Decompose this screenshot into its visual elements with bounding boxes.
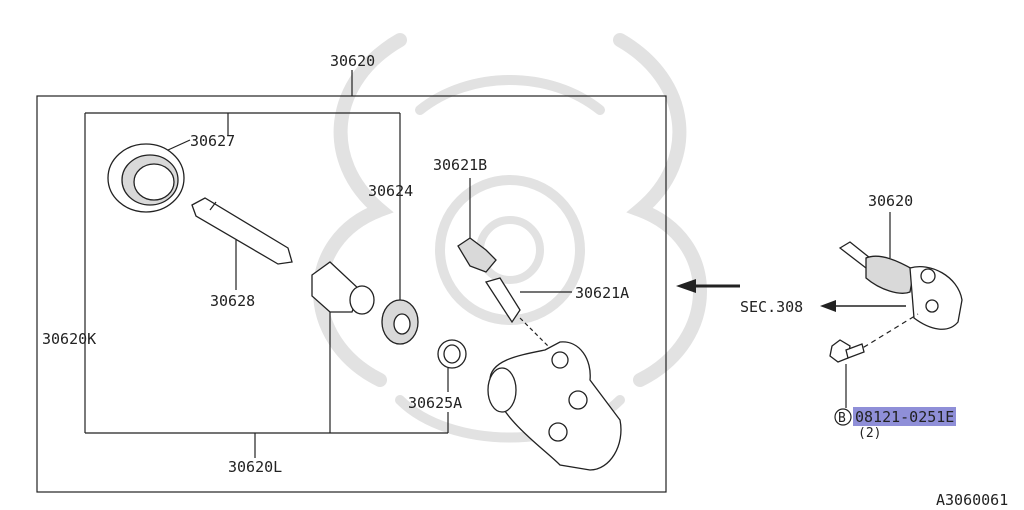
label-boot: 30627 bbox=[190, 132, 235, 150]
section-arrow bbox=[820, 300, 906, 312]
bolt-highlight bbox=[853, 407, 956, 426]
push-rod-part bbox=[191, 197, 293, 265]
figure-id: A3060061 bbox=[936, 491, 1008, 509]
bolt-quantity: (2) bbox=[858, 426, 881, 441]
bolt-callout: B 08121-0251E (2) bbox=[834, 407, 956, 441]
piston-part bbox=[311, 261, 375, 315]
label-piston: 30624 bbox=[368, 182, 413, 200]
label-section-ref: SEC.308 bbox=[740, 298, 803, 316]
detail-cylinder-part bbox=[838, 241, 963, 330]
label-kit-l: 30620L bbox=[228, 458, 282, 476]
bolt-part bbox=[829, 313, 919, 363]
label-detail-assembly: 30620 bbox=[868, 192, 913, 210]
detail-arrow bbox=[676, 279, 740, 293]
cylinder-body-part bbox=[487, 341, 622, 471]
label-snap-ring: 30625A bbox=[408, 394, 462, 412]
bolt-prefix: B bbox=[838, 411, 846, 426]
label-assembly: 30620 bbox=[330, 52, 375, 70]
bolt-part-number: 08121-0251E bbox=[855, 408, 954, 426]
label-bleeder-screw: 30621A bbox=[575, 284, 629, 302]
boot-part bbox=[107, 143, 185, 213]
bolt-prefix-circle bbox=[834, 408, 852, 426]
snap-ring-part bbox=[437, 339, 467, 369]
kit-bracket bbox=[84, 112, 449, 458]
seal-part bbox=[381, 299, 419, 345]
bleeder-screw-part bbox=[484, 277, 549, 347]
label-push-rod: 30628 bbox=[210, 292, 255, 310]
bleeder-cap-part bbox=[457, 237, 497, 273]
label-kit-k: 30620K bbox=[42, 330, 96, 348]
label-bleeder-cap: 30621B bbox=[433, 156, 487, 174]
